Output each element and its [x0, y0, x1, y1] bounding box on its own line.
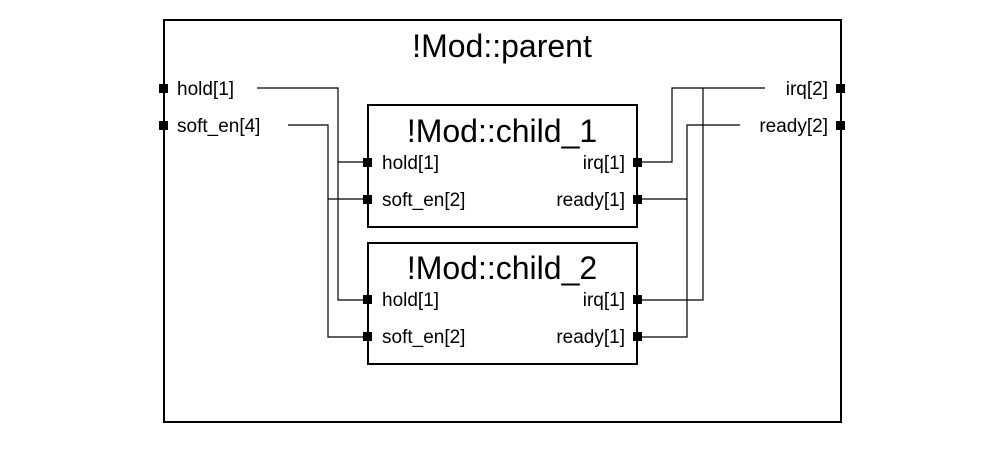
child-2-port-soft-en-label: soft_en[2]: [382, 327, 465, 348]
parent-module-title: !Mod::parent: [412, 28, 592, 64]
child-1-module: !Mod::child_1 hold[1] soft_en[2] irq[1] …: [363, 104, 642, 228]
child-1-port-ready-label: ready[1]: [556, 190, 625, 211]
parent-port-soft-en-label: soft_en[4]: [177, 116, 260, 137]
wire-soft-en-to-child-1: [288, 124, 368, 200]
wire-hold-to-child-2: [337, 162, 368, 301]
child-1-port-irq-label: irq[1]: [583, 153, 625, 174]
child-2-port-irq-label: irq[1]: [583, 290, 625, 311]
parent-port-irq-pin: [836, 84, 845, 93]
parent-module: !Mod::parent hold[1] soft_en[4] irq[2] r…: [159, 19, 845, 423]
wire-child-1-irq-to-parent: [637, 87, 765, 163]
child-2-port-hold-label: hold[1]: [382, 290, 439, 311]
wire-soft-en-to-child-2: [327, 199, 368, 338]
parent-port-ready-pin: [836, 121, 845, 130]
wire-child-2-irq-to-parent: [637, 88, 704, 301]
parent-module-box: [163, 19, 842, 423]
parent-port-hold-pin: [159, 84, 168, 93]
parent-port-ready-label: ready[2]: [759, 116, 828, 137]
child-1-port-hold-label: hold[1]: [382, 153, 439, 174]
child-2-module: !Mod::child_2 hold[1] soft_en[2] irq[1] …: [363, 242, 642, 365]
wire-child-2-ready-to-parent: [637, 199, 688, 338]
child-1-port-soft-en-label: soft_en[2]: [382, 190, 465, 211]
child-1-title: !Mod::child_1: [407, 113, 597, 149]
child-2-title: !Mod::child_2: [407, 250, 597, 286]
parent-port-irq-label: irq[2]: [786, 79, 828, 100]
wire-hold-to-child-1: [257, 87, 368, 163]
parent-port-soft-en-pin: [159, 121, 168, 130]
parent-port-hold-label: hold[1]: [177, 79, 234, 100]
wires: [257, 87, 765, 338]
child-2-port-ready-label: ready[1]: [556, 327, 625, 348]
wire-child-1-ready-to-parent: [637, 124, 740, 200]
